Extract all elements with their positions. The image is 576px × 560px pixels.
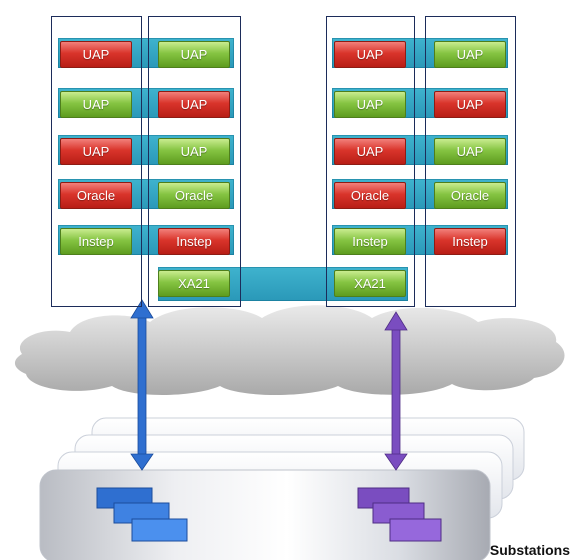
service-label: UAP (456, 97, 484, 112)
service-button[interactable]: Instep (60, 228, 132, 255)
service-button[interactable]: Oracle (158, 182, 230, 209)
service-label: Instep (452, 234, 488, 249)
service-label: UAP (82, 47, 110, 62)
service-button[interactable]: Oracle (434, 182, 506, 209)
service-button[interactable]: Instep (434, 228, 506, 255)
service-label: UAP (180, 97, 208, 112)
service-label: Oracle (76, 188, 116, 203)
service-button[interactable]: UAP (434, 41, 506, 68)
service-label: UAP (356, 97, 384, 112)
left-server-a (51, 16, 142, 307)
service-button[interactable]: XA21 (158, 270, 230, 297)
service-button[interactable]: UAP (158, 41, 230, 68)
service-button[interactable]: XA21 (334, 270, 406, 297)
service-label: Oracle (450, 188, 490, 203)
service-label: Oracle (174, 188, 214, 203)
service-label: UAP (456, 144, 484, 159)
service-button[interactable]: Instep (158, 228, 230, 255)
service-button[interactable]: UAP (60, 91, 132, 118)
service-label: XA21 (178, 276, 210, 291)
service-label: UAP (356, 144, 384, 159)
service-button[interactable]: UAP (434, 138, 506, 165)
device-block (389, 518, 442, 542)
right-server-b (425, 16, 516, 307)
service-button[interactable]: UAP (60, 138, 132, 165)
right-device-stack (357, 487, 442, 542)
service-label: UAP (456, 47, 484, 62)
service-button[interactable]: UAP (60, 41, 132, 68)
service-label: Instep (176, 234, 212, 249)
service-button[interactable]: Oracle (334, 182, 406, 209)
service-button[interactable]: UAP (158, 91, 230, 118)
substations-caption: Substations (489, 542, 570, 558)
left-server-b (148, 16, 241, 307)
network-cloud (14, 305, 565, 395)
service-label: Instep (352, 234, 388, 249)
service-label: UAP (180, 47, 208, 62)
service-label: UAP (82, 97, 110, 112)
service-label: XA21 (354, 276, 386, 291)
left-link-arrow (130, 299, 154, 471)
service-label: UAP (82, 144, 110, 159)
service-button[interactable]: UAP (334, 138, 406, 165)
service-button[interactable]: Instep (334, 228, 406, 255)
service-label: UAP (180, 144, 208, 159)
service-label: Instep (78, 234, 114, 249)
service-button[interactable]: UAP (158, 138, 230, 165)
right-link-arrow (384, 311, 408, 471)
left-device-stack (96, 487, 188, 542)
service-button[interactable]: UAP (334, 91, 406, 118)
right-server-a (326, 16, 415, 307)
service-label: UAP (356, 47, 384, 62)
device-block (131, 518, 188, 542)
service-button[interactable]: Oracle (60, 182, 132, 209)
service-button[interactable]: UAP (434, 91, 506, 118)
service-button[interactable]: UAP (334, 41, 406, 68)
service-label: Oracle (350, 188, 390, 203)
